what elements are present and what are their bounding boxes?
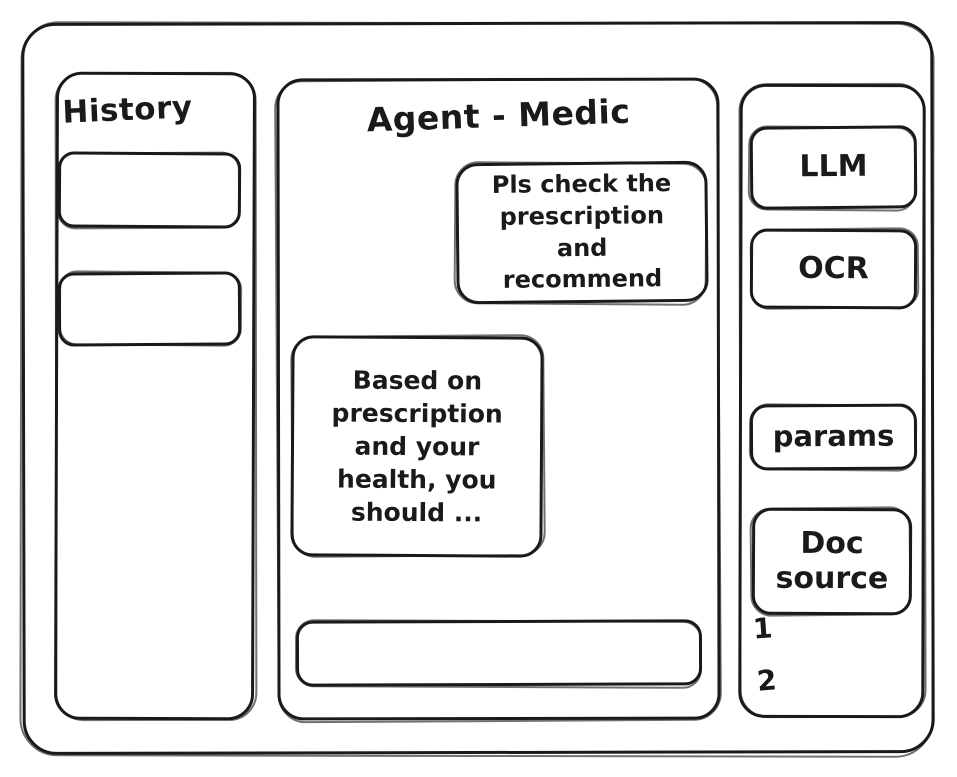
message-input[interactable] (295, 619, 703, 687)
tool-button-llm-label: LLM (799, 148, 868, 185)
doc-source-list-item[interactable]: 2 (755, 663, 778, 698)
history-list-item[interactable] (57, 151, 242, 229)
tool-button-params[interactable]: params (749, 403, 918, 471)
chat-message-assistant-text: Based on prescription and your health, y… (331, 365, 503, 528)
tool-button-ocr[interactable]: OCR (749, 228, 918, 310)
history-list-item[interactable] (57, 271, 242, 347)
chat-message-assistant: Based on prescription and your health, y… (290, 335, 544, 558)
tool-button-doc-source-label: Doc source (775, 525, 889, 596)
tool-button-doc-source[interactable]: Doc source (751, 507, 913, 616)
tool-button-ocr-label: OCR (798, 250, 869, 286)
tool-button-llm[interactable]: LLM (749, 125, 918, 210)
chat-message-user: Pls check the prescription and recommend (455, 160, 709, 305)
doc-source-list-item[interactable]: 1 (751, 611, 774, 646)
tool-button-params-label: params (772, 418, 895, 454)
chat-message-user-text: Pls check the prescription and recommend (491, 169, 672, 295)
